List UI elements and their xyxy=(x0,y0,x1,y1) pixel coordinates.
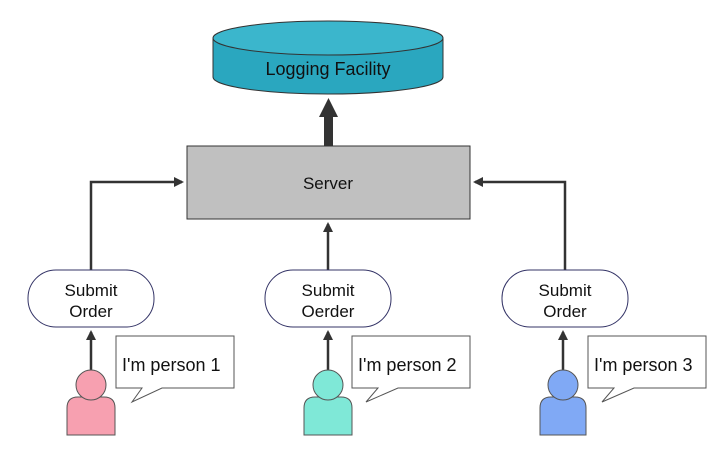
person-2 xyxy=(303,369,353,436)
server-box xyxy=(186,145,471,220)
submit-2-line1: Submit xyxy=(302,281,355,300)
submit-1-line2: Order xyxy=(69,302,113,321)
submit-order-node-3: Submit Order xyxy=(501,269,629,328)
speech-bubble-1: I'm person 1 xyxy=(115,335,235,404)
logging-facility-database: Logging Facility xyxy=(212,20,444,95)
person-2-body-icon xyxy=(303,396,353,436)
submit-order-node-1: Submit Order xyxy=(27,269,155,328)
person-3 xyxy=(539,369,587,436)
database-label: Logging Facility xyxy=(265,59,390,79)
submit-3-line2: Order xyxy=(543,302,587,321)
submit-3-line1: Submit xyxy=(539,281,592,300)
person-3-body-icon xyxy=(539,396,587,436)
submit-1-line1: Submit xyxy=(65,281,118,300)
connector-submit-3-to-server xyxy=(473,177,567,270)
person-3-head-icon xyxy=(547,369,579,401)
server-node: Server xyxy=(186,145,471,220)
person-1-head-icon xyxy=(75,369,107,401)
speech-2-text: I'm person 2 xyxy=(358,355,456,375)
speech-1-text: I'm person 1 xyxy=(122,355,220,375)
connector-submit-1-to-server xyxy=(89,177,184,270)
speech-bubble-2: I'm person 2 xyxy=(351,335,471,403)
person-1 xyxy=(66,369,116,436)
submit-2-line2: Oerder xyxy=(302,302,355,321)
speech-bubble-3: I'm person 3 xyxy=(587,335,707,403)
submit-order-node-2: Submit Oerder xyxy=(264,269,392,328)
person-1-body-icon xyxy=(66,396,116,436)
speech-3-text: I'm person 3 xyxy=(594,355,692,375)
database-top xyxy=(212,20,444,56)
person-2-head-icon xyxy=(312,369,344,401)
server-to-database-arrow xyxy=(319,98,338,146)
server-label: Server xyxy=(303,174,353,193)
